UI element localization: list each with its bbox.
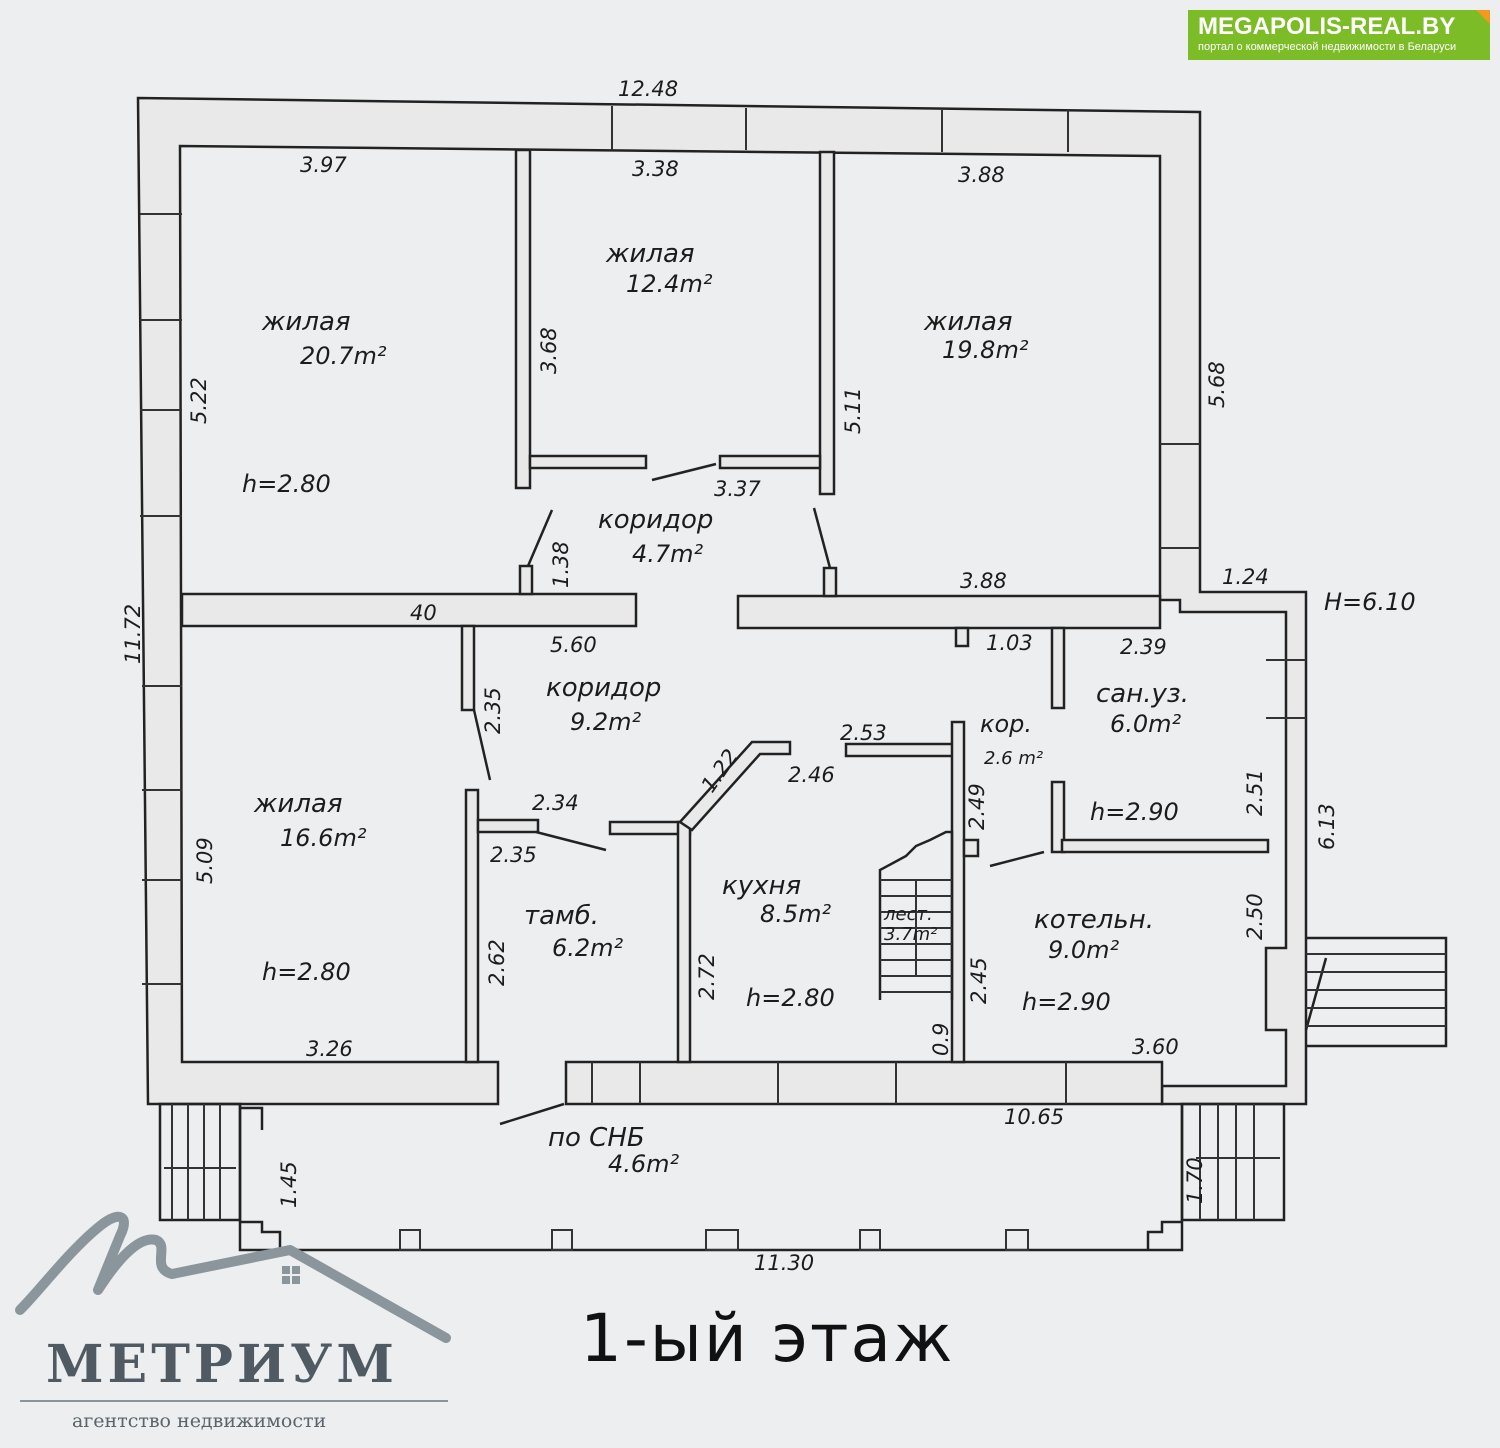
exterior-stairs-left (158, 1102, 242, 1222)
floor-title: 1-ый этаж (580, 1300, 955, 1377)
dimension: 3.88 (958, 163, 1005, 187)
dimension: 3.37 (714, 477, 761, 501)
dimension: 10.65 (1004, 1105, 1064, 1129)
dimension-labels: 12.48 3.97 3.38 3.88 11.72 5.22 3.68 5.1… (121, 77, 1339, 1275)
site-name: MEGAPOLIS-REAL.BY (1198, 13, 1456, 40)
room-labels: жилая 20.7m² h=2.80 жилая 12.4m² жилая 1… (242, 239, 1416, 1178)
room-name: котельн. (1034, 905, 1154, 935)
dimension: 2.45 (967, 957, 991, 1004)
dimension: 5.22 (187, 377, 211, 424)
room-name: жилая (253, 789, 343, 819)
room-name: кухня (722, 871, 801, 901)
dimension: 2.34 (532, 791, 579, 815)
dimension: 11.30 (754, 1251, 814, 1275)
room-area: 9.0m² (1048, 936, 1120, 964)
dimension: 5.68 (1205, 361, 1229, 408)
badge-corner-icon (1476, 10, 1490, 24)
dimension: 5.09 (193, 837, 217, 884)
dimension: 2.39 (1120, 635, 1167, 659)
dimension: 2.53 (840, 721, 887, 745)
dimension: 0.9 (929, 1023, 953, 1056)
dimension: 3.97 (300, 153, 347, 177)
dimension: 2.49 (965, 783, 989, 830)
room-name: жилая (261, 307, 351, 337)
room-name: коридор (546, 673, 661, 703)
room-height: h=2.80 (746, 984, 835, 1012)
dimension: 2.46 (788, 763, 835, 787)
dimension: 2.35 (481, 687, 505, 734)
dimension: 2.51 (1243, 769, 1267, 816)
room-name: лест. (883, 904, 933, 925)
room-height: h=2.90 (1022, 988, 1111, 1016)
room-area: 20.7m² (300, 342, 387, 370)
room-area: 6.2m² (552, 934, 624, 962)
room-name: жилая (923, 307, 1013, 337)
outer-walls (136, 96, 1308, 1106)
interior-staircase (878, 830, 954, 1000)
room-area: 4.7m² (632, 540, 704, 568)
dimension: 3.68 (537, 327, 561, 374)
megapolis-watermark: MEGAPOLIS-REAL.BY портал о коммерческой … (1188, 10, 1490, 60)
dimension: 3.38 (632, 157, 679, 181)
room-height: h=2.90 (1090, 798, 1179, 826)
total-height: H=6.10 (1324, 588, 1416, 616)
dimension: 6.13 (1315, 803, 1339, 850)
room-name: по СНБ (548, 1123, 645, 1153)
agency-name: МЕТРИУМ (46, 1334, 398, 1395)
dimension: 40 (410, 601, 437, 625)
agency-divider (20, 1400, 448, 1402)
dimension: 1.45 (277, 1161, 301, 1208)
room-area: 8.5m² (760, 900, 832, 928)
room-height: h=2.80 (262, 958, 351, 986)
dimension: 2.72 (695, 953, 719, 1000)
dimension: 1.03 (986, 631, 1033, 655)
room-name: тамб. (524, 901, 599, 931)
exterior-stairs-east (1306, 936, 1448, 1048)
dimension: 11.72 (121, 604, 145, 664)
room-area: 16.6m² (280, 824, 367, 852)
dimension: 3.60 (1132, 1035, 1179, 1059)
site-tagline: портал о коммерческой недвижимости в Бел… (1198, 41, 1457, 53)
room-area: 3.7m² (884, 924, 937, 945)
room-name: жилая (605, 239, 695, 269)
door-swings (472, 462, 1328, 1126)
room-area: 6.0m² (1110, 710, 1182, 738)
room-area: 9.2m² (570, 708, 642, 736)
dimension: 3.26 (306, 1037, 353, 1061)
dimension: 2.35 (490, 843, 537, 867)
agency-logo-mark (15, 1211, 451, 1343)
dimension: 5.11 (841, 387, 865, 434)
exterior-stairs-right (1180, 1102, 1286, 1222)
dimension: 2.62 (485, 939, 509, 986)
dimension: 1.70 (1183, 1157, 1207, 1204)
agency-tagline: агентство недвижимости (72, 1410, 327, 1432)
room-name: кор. (980, 710, 1032, 738)
dimension: 5.60 (550, 633, 597, 657)
dimension: 3.88 (960, 569, 1007, 593)
room-name: сан.уз. (1096, 679, 1189, 709)
dimension: 1.24 (1222, 565, 1269, 589)
dimension: 12.48 (618, 77, 678, 101)
dimension: 2.50 (1243, 893, 1267, 940)
room-area: 4.6m² (608, 1150, 680, 1178)
room-name: коридор (598, 505, 713, 535)
room-height: h=2.80 (242, 470, 331, 498)
room-area: 2.6 m² (984, 748, 1043, 769)
room-area: 19.8m² (942, 336, 1029, 364)
room-area: 12.4m² (626, 270, 713, 298)
dimension: 1.38 (549, 541, 573, 588)
